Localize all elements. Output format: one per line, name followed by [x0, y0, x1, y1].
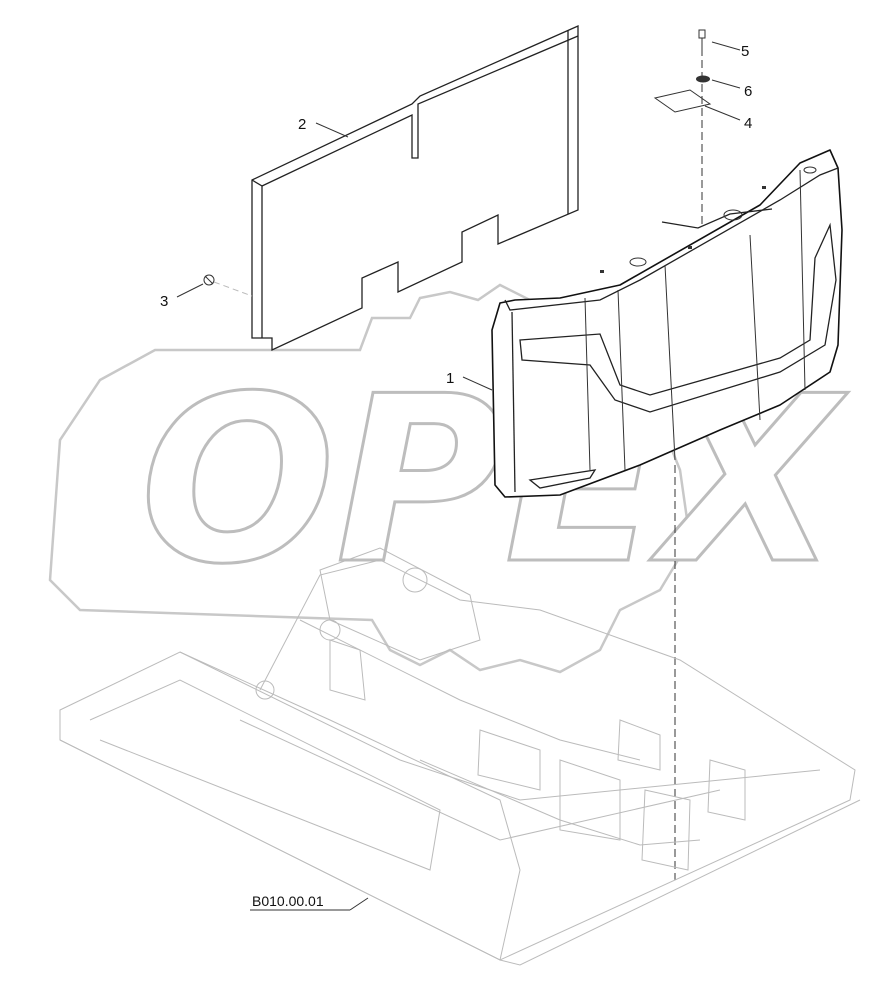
callout-5: 5 [741, 43, 749, 60]
callout-1: 1 [446, 370, 454, 387]
callout-6: 6 [744, 83, 752, 100]
clip-fastener [203, 274, 253, 297]
leader-lines [176, 41, 741, 911]
insulation-panel [251, 25, 579, 352]
counterweight [491, 149, 843, 498]
upper-frame [59, 547, 861, 966]
bolt-assembly [653, 29, 712, 880]
callout-4: 4 [744, 115, 752, 132]
reference-label: B010.00.01 [252, 893, 324, 909]
callout-3: 3 [160, 293, 168, 310]
callout-2: 2 [298, 116, 306, 133]
